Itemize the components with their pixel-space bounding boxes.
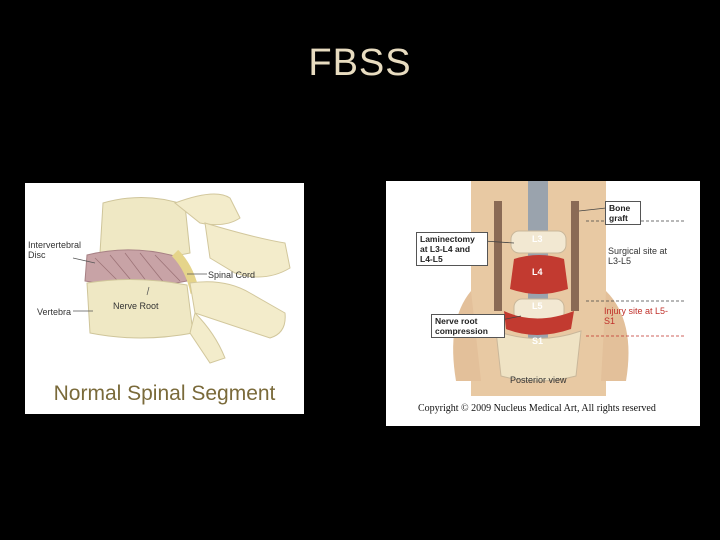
normal-spinal-segment-figure: Intervertebral Disc Vertebra Spinal Cord…	[25, 183, 304, 414]
vertebra-label: Vertebra	[37, 307, 72, 317]
bone-graft-label: Bone graft	[605, 201, 641, 225]
l3-label: L3	[532, 234, 543, 244]
surgical-site-label: Surgical site at L3-L5	[608, 246, 668, 266]
spinal-segment-illustration	[72, 193, 291, 364]
figure-caption: Normal Spinal Segment	[53, 382, 276, 405]
spinal-cord-label: Spinal Cord	[208, 270, 256, 280]
intervertebral-disc-label: Intervertebral Disc	[28, 240, 82, 260]
posterior-spine-illustration	[453, 181, 686, 396]
slide-title: FBSS	[308, 42, 412, 84]
post-surgery-spine-figure: Laminectomy at L3-L4 and L4-L5 Bone graf…	[386, 181, 700, 426]
s1-label: S1	[532, 336, 544, 346]
copyright-notice: Copyright © 2009 Nucleus Medical Art, Al…	[418, 403, 656, 414]
laminectomy-label: Laminectomy at L3-L4 and L4-L5	[416, 232, 488, 266]
posterior-view-label: Posterior view	[510, 375, 567, 385]
nerve-root-label: Nerve Root	[113, 301, 159, 311]
nerve-root-compression-label: Nerve root compression	[431, 314, 505, 338]
l4-label: L4	[532, 267, 543, 277]
injury-site-label: Injury site at L5-S1	[604, 306, 669, 326]
l5-label: L5	[532, 301, 543, 311]
